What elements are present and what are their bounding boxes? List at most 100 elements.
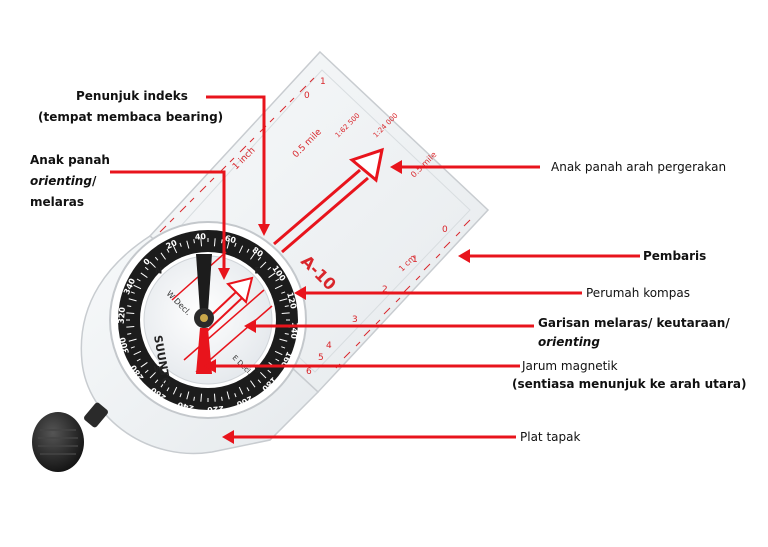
bezel-tick [136,278,141,282]
bezel-number: 320 [117,306,127,324]
bezel-tick [274,284,283,290]
bezel-tick [128,338,137,342]
bezel-tick [133,350,142,356]
bezel-number: 0 [142,256,153,267]
bezel-tick [128,298,137,302]
bezel-tick [284,305,289,307]
bezel-cardinal: W [154,365,164,375]
label-orienting-arrow-line2: orienting/ [30,173,96,189]
ruler-digit-side-5: 5 [318,353,324,363]
magnetic-needle-graphic [194,254,214,374]
bezel-tick [166,248,170,253]
bezel-tick [186,240,190,249]
bezel-tick [257,256,262,261]
bezel-tick [281,346,286,349]
bezel-tick [126,325,135,328]
bezel-tick [154,379,159,384]
label-magnetic-needle-line2: (sentiasa menunjuk ke arah utara) [512,377,747,391]
bezel-tick [257,379,262,384]
bezel-tick [179,393,182,398]
annotation-arrows [110,95,640,444]
bezel-tick [136,358,141,362]
label-orienting-arrow-italic: orienting [30,174,92,188]
bezel-cardinal: N [155,267,163,277]
bezel-tick [200,393,203,402]
bezel-number: 140 [289,322,299,340]
bezel-tick [133,284,142,290]
bezel-number: 220 [206,404,224,414]
ruler-digit-side-0: 0 [442,225,448,235]
bezel-tick [213,393,216,402]
bezel-tick [172,386,178,395]
bezel-tick [126,312,135,315]
ruler-digit-side-4: 4 [326,341,332,351]
bezel-tick [144,369,149,374]
bezel-tick [234,242,237,247]
bezel-tick [200,238,203,247]
bezel-tick [268,272,276,278]
label-orienting-lines-line2: orienting [538,335,600,349]
bezel-tick [246,387,250,392]
bezel-tick [160,380,166,388]
label-index-pointer-line1: Penunjuk indeks [76,89,188,103]
label-ruler: Pembaris [643,249,707,263]
label-magnetic-needle-line1: Jarum magnetik [522,359,618,373]
bezel-tick [140,272,148,278]
label-orienting-arrow-slash: / [91,174,97,188]
bezel-number: 20 [164,238,178,251]
bezel-tick [160,252,166,260]
bezel-tick [221,396,223,401]
bezel-tick [193,239,195,244]
bezel-tick [250,380,256,388]
bezel-tick [226,391,230,400]
bezel-cardinal: E [254,267,260,277]
bezel-tick [127,333,132,335]
bezel-tick [154,256,159,261]
label-base-plate: Plat tapak [520,430,581,444]
bezel-tick [166,387,170,392]
bezel-tick [149,371,157,379]
bezel-number: 40 [195,232,207,242]
bezel-tick [172,245,178,254]
label-direction-arrow: Anak panah arah pergerakan [551,160,727,174]
bezel-number: 60 [224,234,238,246]
ruler-digit-side-1: 1 [412,255,418,265]
ruler-digit-top-0: 0 [304,91,310,101]
bezel-tick [234,393,237,398]
bezel-tick [238,386,244,395]
label-index-pointer-line2: (tempat membaca bearing) [38,110,224,124]
ruler-digit-side-3: 3 [352,315,358,325]
bezel-tick [275,278,280,282]
bezel-tick [279,298,288,302]
bezel-tick [284,333,289,335]
bezel-cardinal: S [254,365,260,375]
ruler-top-ticks [159,77,315,233]
bezel-number: 120 [285,291,298,310]
bezel-tick [226,240,230,249]
bezel-tick [259,371,267,379]
bezel-tick [193,396,195,401]
bezel-tick [250,252,256,260]
bezel-tick [275,358,280,362]
bezel-tick [267,369,272,374]
bezel-tick [127,305,132,307]
bezel-tick [149,261,157,269]
bezel-tick [259,261,267,269]
label-orienting-lines-line1: Garisan melaras/ keutaraan/ [538,316,730,330]
ruler-side-ticks [335,219,471,369]
bezel-tick [267,266,272,271]
bezel-number: 240 [176,400,195,413]
bezel-tick [279,338,288,342]
bezel-tick [140,362,148,368]
label-orienting-arrow-line3: melaras [30,195,85,209]
bezel-tick [186,391,190,400]
bezel-tick [281,312,290,315]
bezel-tick [238,245,244,254]
ruler-digit-side-6: 6 [306,367,312,377]
bezel-tick [179,242,182,247]
direction-of-travel-arrow-graphic [273,147,384,254]
label-orienting-arrow-line1: Anak panah [30,153,110,167]
bezel-tick [274,350,283,356]
ruler-digit-side-2: 2 [382,285,388,295]
